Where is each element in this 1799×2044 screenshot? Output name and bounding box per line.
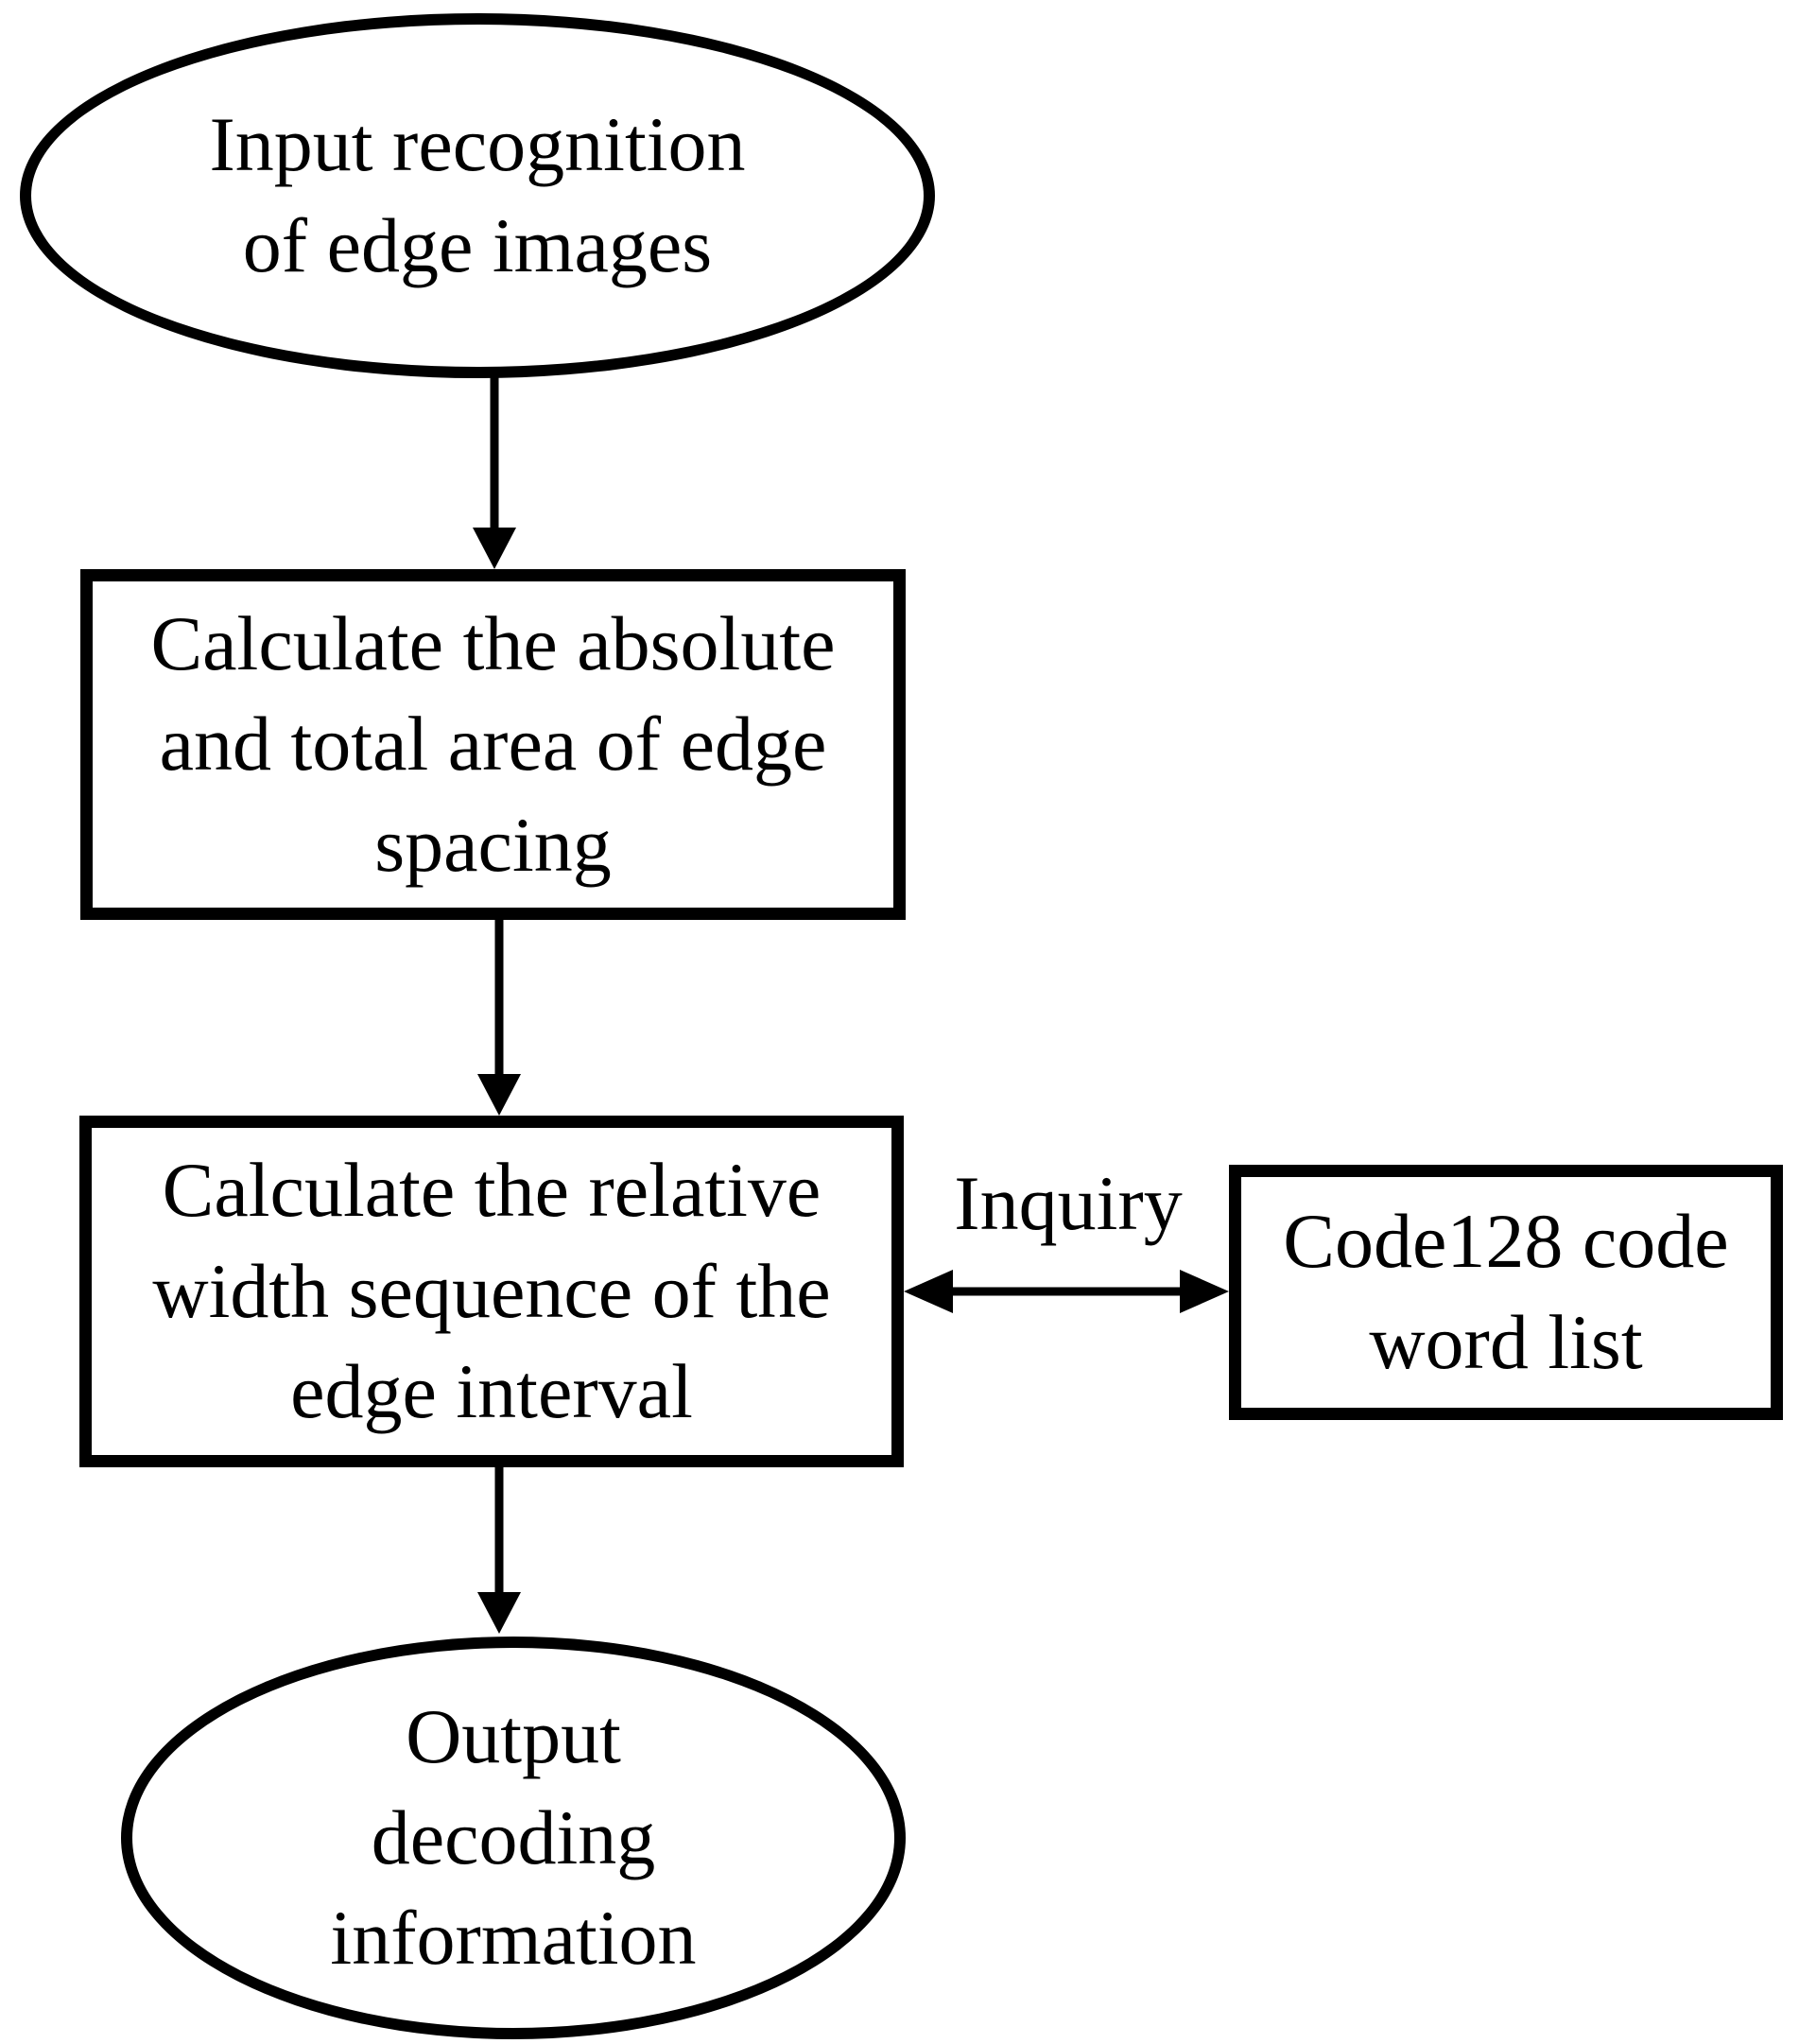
node-text-line: decoding <box>371 1793 656 1880</box>
node-text-line: Input recognition <box>209 101 746 188</box>
code128-word-list-box: Code128 code word list <box>1229 1165 1783 1420</box>
process-box-relative-width: Calculate the relative width sequence of… <box>79 1116 904 1467</box>
flow-arrow-absolute-to-relative <box>477 915 521 1116</box>
output-node-text: Output decoding information <box>330 1687 696 1989</box>
inquiry-double-arrow <box>904 1270 1229 1313</box>
node-text-line: Calculate the relative <box>162 1147 822 1234</box>
node-text-line: Calculate the absolute <box>150 599 836 686</box>
node-text-line: information <box>330 1895 697 1982</box>
node-text-line: Code128 code <box>1283 1198 1729 1285</box>
node-text-line: and total area of edge <box>159 701 827 788</box>
node-text-line: Output <box>406 1693 621 1780</box>
flow-arrow-input-to-absolute <box>473 372 516 569</box>
flow-arrow-relative-to-output <box>477 1464 521 1634</box>
node-text-line: spacing <box>374 801 612 888</box>
node-text-line: edge interval <box>290 1348 693 1435</box>
start-node-text: Input recognition of edge images <box>209 95 745 296</box>
node-text-line: width sequence of the <box>152 1247 831 1334</box>
process-box-absolute-area: Calculate the absolute and total area of… <box>80 569 906 920</box>
process-box-absolute-area-text: Calculate the absolute and total area of… <box>150 594 835 896</box>
process-box-relative-width-text: Calculate the relative width sequence of… <box>152 1140 830 1443</box>
node-text-line: of edge images <box>242 202 713 288</box>
code128-word-list-text: Code128 code word list <box>1283 1191 1728 1393</box>
output-node-ellipse: Output decoding information <box>121 1637 906 2039</box>
start-node-ellipse: Input recognition of edge images <box>20 13 935 378</box>
inquiry-edge-label: Inquiry <box>954 1160 1183 1246</box>
node-text-line: word list <box>1369 1299 1643 1385</box>
